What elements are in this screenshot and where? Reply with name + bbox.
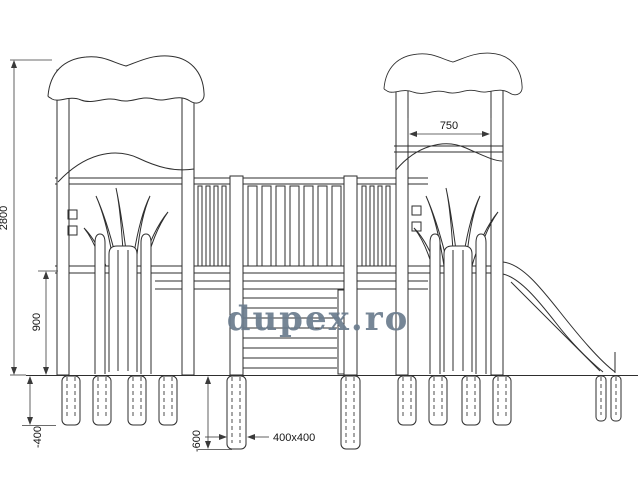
- climbing-hold: [411, 221, 422, 232]
- dim-overall-height: 2800: [0, 59, 52, 376]
- foundation-block-deep: [226, 375, 247, 450]
- dim-foundation-depth-outer: -400: [22, 376, 56, 448]
- left-tower-decor-curve: [57, 152, 195, 183]
- foundation-block: [61, 375, 81, 426]
- dimension-annotations: 2800 900 -400 -600: [0, 59, 492, 452]
- bridge-railing-slats: [197, 185, 391, 267]
- dim-foundation-depth-center-label: -600: [191, 430, 203, 452]
- bridge-post-right: [343, 175, 358, 376]
- bridge-post-left: [229, 175, 244, 376]
- foundation-block: [397, 375, 417, 426]
- dim-foundation-size: 400x400: [205, 432, 315, 444]
- left-tower-post-left: [56, 69, 70, 376]
- dim-tower-width-label: 750: [440, 120, 458, 132]
- foundation-block: [92, 375, 112, 426]
- foundations: [61, 375, 622, 450]
- foundation-block: [158, 375, 178, 426]
- dim-foundation-depth-outer-label: -400: [32, 426, 44, 448]
- right-tower-decor-curve: [395, 143, 503, 171]
- foundation-block: [428, 375, 448, 426]
- ground-ramp: [502, 261, 616, 373]
- dim-foundation-depth-center: -600: [191, 376, 232, 452]
- watermark-text: dupex.ro: [227, 299, 410, 339]
- climbing-hold: [67, 225, 78, 236]
- dim-overall-height-label: 2800: [0, 206, 10, 230]
- foundation-block: [492, 375, 512, 426]
- left-tower-post-right: [181, 69, 195, 376]
- climbing-hold: [411, 205, 422, 216]
- dim-tower-width: 750: [407, 118, 492, 144]
- dim-foundation-size-label: 400x400: [273, 432, 315, 444]
- climbing-hold: [67, 209, 78, 220]
- dim-platform-height: 900: [31, 270, 58, 375]
- left-tower: [47, 55, 205, 376]
- buried-posts: [66, 377, 617, 443]
- right-tower-roof: [383, 52, 523, 96]
- foundation-block: [127, 375, 147, 426]
- foundation-block-deep: [340, 375, 361, 450]
- foundation-block: [461, 375, 481, 426]
- left-slide: [94, 233, 152, 374]
- right-slide: [429, 233, 487, 374]
- dim-platform-height-label: 900: [31, 313, 43, 331]
- left-tower-roof: [47, 55, 205, 104]
